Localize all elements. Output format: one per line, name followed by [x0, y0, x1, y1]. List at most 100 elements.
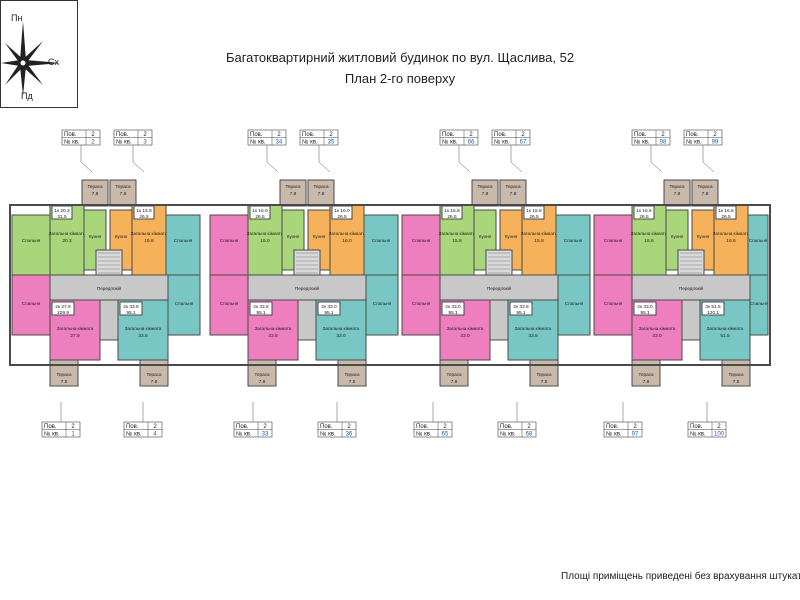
area-value: 16.6 — [644, 238, 654, 244]
tag-apt-label: № кв. — [236, 431, 252, 438]
tag-apt-number: 67 — [520, 140, 527, 146]
tag-apt-label: № кв. — [442, 139, 458, 146]
badge-top-left: 1к 16.6 — [636, 208, 652, 214]
area-value: 33.0 — [652, 333, 662, 339]
bedroom-label: Спальня — [175, 301, 194, 306]
badge-frame — [633, 301, 657, 316]
tag-floor-label: Пов. — [320, 424, 333, 430]
kitchen-label: Кухня — [313, 234, 326, 239]
area-value: 33.8 — [138, 333, 148, 339]
stairwell — [95, 249, 123, 276]
tag-floor-value: 2 — [633, 424, 637, 430]
apartment-tag-top: Пов.2№ кв.2 — [61, 129, 101, 146]
hall-label: Передпокій — [679, 285, 704, 291]
bedroom-label: Спальня — [373, 301, 392, 306]
stair-hall — [681, 299, 701, 341]
tag-floor-label: Пов. — [236, 424, 249, 430]
apartment-tag-top: Пов.2№ кв.66 — [439, 129, 479, 146]
leader-line — [318, 145, 331, 173]
badge-frame — [51, 301, 75, 316]
stair-hall — [297, 299, 317, 341]
kitchen-label: Кухня — [115, 234, 128, 239]
tag-floor-value: 2 — [527, 424, 531, 430]
leader-line — [702, 145, 715, 173]
compass-east-label: Сх — [48, 57, 59, 67]
living-room-label: Загальна кімната — [125, 326, 162, 331]
stairwell — [293, 249, 321, 276]
living-room-label: Загальна кімната — [247, 231, 284, 236]
tag-apt-label: № кв. — [494, 139, 510, 146]
bedroom-bottom-right — [557, 274, 591, 336]
tag-apt-number: 1 — [71, 432, 75, 438]
badge-bottom-left-total: 109.9 — [57, 310, 69, 316]
badge-frame — [509, 301, 533, 316]
leader-line — [80, 145, 93, 173]
terrace-area: 7.8 — [541, 379, 548, 385]
page-title: Багатоквартирний житловий будинок по вул… — [225, 50, 575, 65]
tag-apt-number: 68 — [526, 432, 533, 438]
tag-apt-label: № кв. — [690, 431, 706, 438]
tag-apt-number: 36 — [346, 432, 353, 438]
bedroom-label: Спальня — [412, 301, 431, 306]
terrace-label: Тераса — [344, 372, 360, 377]
tag-floor-value: 2 — [143, 132, 147, 138]
stair-hall — [99, 299, 119, 341]
tag-apt-label: № кв. — [500, 431, 516, 438]
area-value: 15.8 — [144, 238, 154, 244]
terrace-area: 7.8 — [92, 191, 99, 197]
leader-line — [510, 145, 523, 173]
terrace-area: 7.8 — [61, 379, 68, 385]
tag-floor-value: 2 — [347, 424, 351, 430]
living-room-label: Загальна кімната — [639, 326, 676, 331]
apartment-tag-bottom: Пов.2№ кв.33 — [233, 421, 273, 438]
apartment-tag-bottom: Пов.2№ кв.100 — [687, 421, 727, 438]
terrace-label: Тераса — [638, 372, 654, 377]
badge-bottom-right: 3к 51.5 — [705, 304, 721, 310]
tag-apt-number: 34 — [276, 140, 283, 146]
tag-floor-label: Пов. — [690, 424, 703, 430]
leader-line — [132, 145, 145, 173]
badge-bottom-right-total: 95.1 — [516, 310, 526, 316]
bedroom-label: Спальня — [564, 238, 583, 243]
bedroom-label: Спальня — [412, 238, 431, 243]
bedroom-label: Спальня — [174, 238, 193, 243]
tag-apt-number: 4 — [153, 432, 157, 438]
area-value: 33.0 — [336, 333, 346, 339]
living-room-label: Загальна кімната — [323, 326, 360, 331]
terrace — [471, 179, 499, 207]
room-count-badge: 2к 33.095.1 — [317, 301, 341, 316]
apartment-tag-bottom: Пов.2№ кв.4 — [123, 421, 163, 438]
badge-bottom-left-total: 95.1 — [256, 310, 266, 316]
terrace-area: 7.8 — [643, 379, 650, 385]
area-value: 27.9 — [70, 333, 80, 339]
terrace-label: Тераса — [505, 184, 521, 189]
tag-floor-label: Пов. — [494, 132, 507, 138]
corridor — [439, 274, 559, 301]
tag-floor-label: Пов. — [686, 132, 699, 138]
terrace-area: 7.8 — [120, 191, 127, 197]
terrace-area: 7.8 — [290, 191, 297, 197]
living-room-label: Загальна кімната — [521, 231, 558, 236]
tag-apt-label: № кв. — [126, 431, 142, 438]
room-count-badge: 1к 16.626.5 — [633, 205, 655, 220]
building-outline — [9, 204, 771, 366]
apartment-tag-top: Пов.2№ кв.67 — [491, 129, 531, 146]
tag-apt-number: 35 — [328, 140, 335, 146]
compass-north-label: Пн — [11, 13, 23, 23]
badge-bottom-right: 2к 33.8 — [123, 304, 139, 310]
tag-apt-label: № кв. — [686, 139, 702, 146]
bedroom-right — [555, 214, 591, 276]
leader-line — [266, 145, 279, 173]
badge-frame — [701, 301, 725, 316]
bedroom-bottom-left — [11, 274, 51, 336]
kitchen-label: Кухня — [671, 234, 684, 239]
compass-rose: Пн Сх Пд — [0, 0, 78, 108]
badge-frame — [249, 301, 273, 316]
area-value: 15.8 — [534, 238, 544, 244]
badge-top-right: 1к 15.8 — [526, 208, 542, 214]
apartment-tag-top: Пов.2№ кв.98 — [631, 129, 671, 146]
stairwell — [677, 249, 705, 276]
apartment-tag-top: Пов.2№ кв.34 — [247, 129, 287, 146]
